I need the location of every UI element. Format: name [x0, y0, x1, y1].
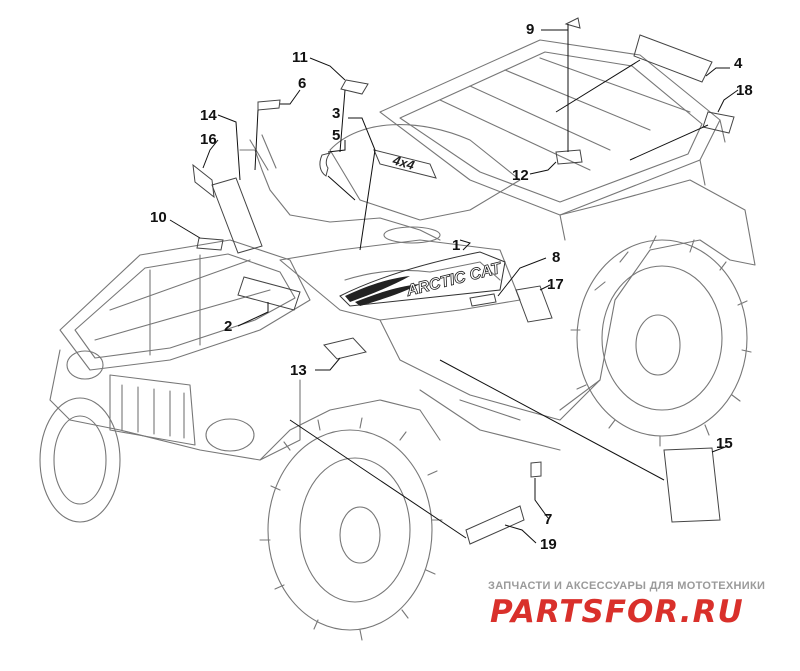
decal-shapes	[192, 17, 735, 545]
leader-19	[289, 419, 537, 544]
decal-4-shape	[633, 34, 713, 83]
decal-17-shape	[515, 285, 553, 323]
callout-7: 7	[544, 511, 552, 528]
decal-12-shape	[555, 149, 583, 165]
leader-3	[348, 117, 376, 251]
callout-5: 5	[332, 127, 340, 144]
decal-16-shape	[192, 163, 215, 199]
leader-lines	[169, 24, 739, 544]
callout-15: 15	[716, 435, 733, 452]
callout-17: 17	[547, 276, 564, 293]
atv-body-drawing	[39, 39, 756, 641]
decal-14-shape	[211, 177, 263, 254]
leader-16	[202, 139, 219, 169]
leader-13	[315, 357, 341, 371]
callout-13: 13	[290, 362, 307, 379]
callout-11: 11	[292, 49, 308, 66]
decal-3-drive-text: 4x4	[390, 152, 417, 173]
leader-10	[169, 219, 201, 239]
decal-19-shape	[465, 505, 525, 545]
callout-numbers: 1 2 3 4 5 6 7 8 9 10 11 12 13 14 15 16 1…	[150, 21, 753, 553]
decal-6-shape	[257, 99, 281, 111]
callout-1: 1	[452, 237, 460, 254]
leader-15	[439, 359, 729, 481]
callout-12: 12	[512, 167, 529, 184]
leader-17	[539, 284, 551, 291]
decal-1-brand-graphic: ARCTIC CAT	[339, 251, 506, 307]
leader-9	[541, 24, 569, 152]
watermark-site-logo: PARTSFOR.RU	[490, 594, 744, 630]
leader-2	[237, 302, 269, 327]
leader-4	[555, 59, 730, 113]
callout-2: 2	[224, 318, 232, 335]
decal-3-shape	[373, 149, 437, 179]
leader-8	[497, 257, 547, 297]
decal-1-brand-text: ARCTIC CAT	[404, 260, 504, 300]
decal-5-shape	[319, 152, 332, 177]
callout-14: 14	[200, 107, 217, 124]
callout-8: 8	[552, 249, 560, 266]
decal-18-shape	[702, 111, 735, 134]
leader-7	[534, 478, 549, 519]
callout-10: 10	[150, 209, 167, 226]
decal-13-shape	[323, 337, 367, 360]
leader-1	[459, 239, 471, 251]
leader-5	[327, 140, 356, 201]
callout-4: 4	[734, 55, 743, 72]
decal-2-shape	[237, 276, 301, 311]
decal-10-shape	[196, 237, 224, 251]
decal-8-shape	[469, 293, 497, 307]
callout-16: 16	[200, 131, 217, 148]
callout-3: 3	[332, 105, 340, 122]
callout-18: 18	[736, 82, 753, 99]
leader-11	[309, 57, 346, 153]
decal-15-shape	[663, 447, 721, 523]
decal-11-shape	[340, 79, 369, 95]
leader-6	[254, 89, 301, 171]
decal-9-flag-shape	[564, 17, 581, 29]
leader-12	[529, 161, 557, 175]
watermark-tagline: ЗАПЧАСТИ И АКСЕССУАРЫ ДЛЯ МОТОТЕХНИКИ	[488, 580, 766, 592]
callout-19: 19	[540, 536, 557, 553]
callout-9: 9	[526, 21, 534, 38]
leader-14	[217, 114, 241, 181]
callout-6: 6	[298, 75, 306, 92]
decal-7-shape	[530, 461, 542, 478]
leader-18	[629, 89, 739, 161]
